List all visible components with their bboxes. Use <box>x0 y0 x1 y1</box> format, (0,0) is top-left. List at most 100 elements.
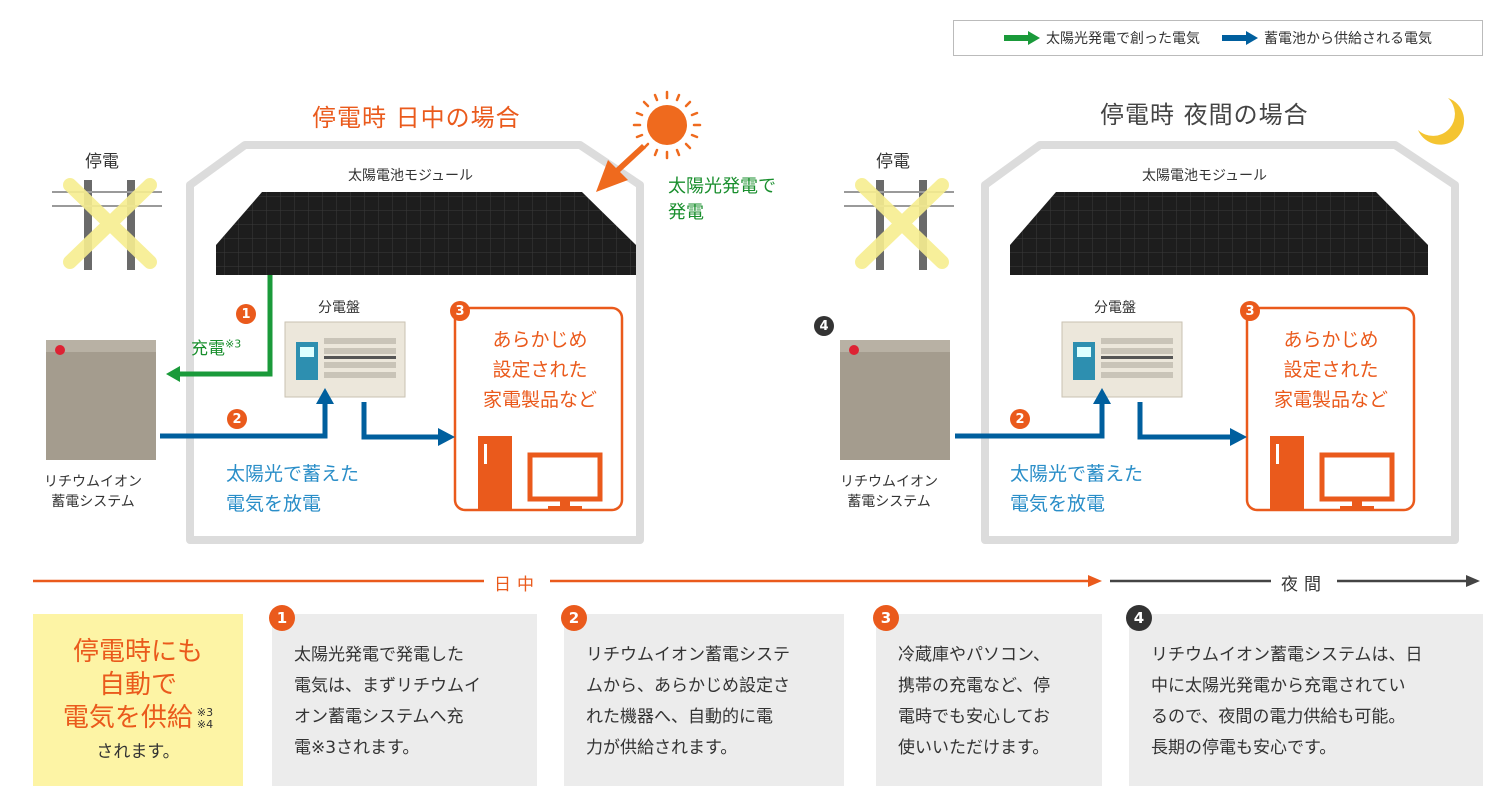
night-appliance-line1: あらかじめ <box>1283 329 1379 351</box>
callout-box: 停電時にも 自動で 電気を供給※3※4 されます。 <box>33 614 243 786</box>
night-appliance-line2: 設定された <box>1283 359 1379 381</box>
night-battery-label-line1: リチウムイオン <box>840 474 938 490</box>
day-charge-note: ※3 <box>225 337 242 351</box>
day-discharge-label: 太陽光で蓄えた 電気を放電 <box>226 459 359 519</box>
night-step-3-badge: 3 <box>1240 301 1260 321</box>
night-monitor-icon <box>1319 452 1395 510</box>
timeline-day-label: 日中 <box>484 570 550 595</box>
callout-line3-wrap: 電気を供給※3※4 <box>33 702 243 735</box>
day-charge-label: 充電※3 <box>191 334 241 359</box>
night-discharge-line2: 電気を放電 <box>1010 493 1106 515</box>
day-sun-arrow <box>596 144 646 192</box>
day-utility-pole-icon <box>52 178 162 270</box>
step-4-line3: るので、夜間の電力供給も可能。 <box>1151 707 1406 727</box>
night-outage-label: 停電 <box>876 152 910 172</box>
step-4-line4: 長期の停電も安心です。 <box>1151 738 1337 758</box>
night-battery-unit-icon <box>840 340 950 460</box>
step-1-line1: 太陽光発電で発電した <box>294 645 464 665</box>
night-distribution-panel-icon <box>1061 321 1183 398</box>
timeline-night-label: 夜間 <box>1271 570 1337 595</box>
night-utility-pole-icon <box>844 178 954 270</box>
night-solar-panel <box>1010 192 1428 275</box>
step-2-badge: 2 <box>561 605 587 631</box>
green-arrow-icon <box>1004 31 1040 45</box>
step-1-line4: 電※3されます。 <box>294 738 420 758</box>
step-3-line4: 使いいただけます。 <box>898 738 1050 758</box>
day-solar-note: 太陽光発電で 発電 <box>668 174 776 226</box>
callout-line3: 電気を供給 <box>62 703 193 733</box>
step-1-line3: オン蓄電システムへ充 <box>294 707 464 727</box>
day-panel-label: 分電盤 <box>318 300 360 316</box>
day-solar-panel <box>216 192 636 275</box>
step-3-line2: 携帯の充電など、停 <box>898 676 1051 696</box>
step-1-line2: 電気は、まずリチウムイ <box>294 676 481 696</box>
blue-arrow-icon <box>1222 31 1258 45</box>
step-2-line2: ムから、あらかじめ設定さ <box>586 676 790 696</box>
day-appliance-label: あらかじめ 設定された 家電製品など <box>470 325 610 415</box>
step-card-2: リチウムイオン蓄電システ ムから、あらかじめ設定さ れた機器へ、自動的に電 力が… <box>564 614 844 786</box>
step-1-badge: 1 <box>269 605 295 631</box>
callout-note-b: ※4 <box>196 717 214 731</box>
night-battery-label-line2: 蓄電システム <box>847 494 931 510</box>
day-appliance-line3: 家電製品など <box>482 389 597 411</box>
day-module-label: 太陽電池モジュール <box>348 168 474 184</box>
day-discharge-arrow <box>160 402 328 439</box>
day-discharge-line1: 太陽光で蓄えた <box>226 463 360 485</box>
legend-battery-label: 蓄電池から供給される電気 <box>1264 31 1432 47</box>
night-title: 停電時 夜間の場合 <box>1100 101 1309 129</box>
day-battery-label-line2: 蓄電システム <box>51 494 135 510</box>
night-battery-label: リチウムイオン 蓄電システム <box>840 472 938 512</box>
day-distribution-panel-icon <box>284 321 406 398</box>
day-outage-label: 停電 <box>85 152 119 172</box>
step-2-line3: れた機器へ、自動的に電 <box>586 707 773 727</box>
night-panel-label: 分電盤 <box>1094 300 1136 316</box>
night-discharge-line1: 太陽光で蓄えた <box>1010 463 1144 485</box>
step-2-line1: リチウムイオン蓄電システ <box>586 645 790 665</box>
legend-item-battery: 蓄電池から供給される電気 <box>1222 28 1432 48</box>
day-monitor-icon <box>527 452 603 510</box>
step-3-line1: 冷蔵庫やパソコン、 <box>898 645 1050 665</box>
night-discharge-label: 太陽光で蓄えた 電気を放電 <box>1010 459 1143 519</box>
step-2-line4: 力が供給されます。 <box>586 738 738 758</box>
night-supply-arrow <box>1137 402 1232 440</box>
step-3-badge: 3 <box>873 605 899 631</box>
step-3-line3: 電時でも安心してお <box>898 707 1050 727</box>
day-discharge-line2: 電気を放電 <box>226 493 322 515</box>
night-appliance-label: あらかじめ 設定された 家電製品など <box>1261 325 1401 415</box>
night-discharge-arrow <box>955 402 1105 439</box>
day-solar-note-line1: 太陽光発電で <box>668 176 776 197</box>
legend: 太陽光発電で創った電気 蓄電池から供給される電気 <box>953 20 1483 56</box>
step-4-line1: リチウムイオン蓄電システムは、日 <box>1151 645 1423 665</box>
day-sun-icon <box>632 90 702 160</box>
step-card-3: 冷蔵庫やパソコン、 携帯の充電など、停 電時でも安心してお 使いいただけます。 <box>876 614 1102 786</box>
day-step-3-badge: 3 <box>450 301 470 321</box>
night-module-label: 太陽電池モジュール <box>1142 168 1268 184</box>
legend-solar-label: 太陽光発電で創った電気 <box>1046 31 1200 47</box>
night-step-4-badge: 4 <box>814 316 834 336</box>
callout-note-a: ※3 <box>196 705 214 719</box>
day-fridge-icon <box>478 436 512 510</box>
callout-main: 停電時にも 自動で 電気を供給※3※4 <box>33 614 243 735</box>
day-appliance-box <box>453 306 624 512</box>
step-card-1: 太陽光発電で発電した 電気は、まずリチウムイ オン蓄電システムへ充 電※3されま… <box>272 614 537 786</box>
night-fridge-icon <box>1270 436 1304 510</box>
day-title: 停電時 日中の場合 <box>312 104 521 132</box>
day-house-outline <box>186 141 644 544</box>
legend-item-solar: 太陽光発電で創った電気 <box>1004 28 1200 48</box>
step-4-line2: 中に太陽光発電から充電されてい <box>1151 676 1406 696</box>
callout-line1: 停電時にも <box>72 637 203 667</box>
day-solar-note-line2: 発電 <box>668 202 704 223</box>
night-appliance-line3: 家電製品など <box>1273 389 1388 411</box>
day-appliance-line1: あらかじめ <box>492 329 588 351</box>
day-appliance-line2: 設定された <box>492 359 588 381</box>
day-charge-arrow <box>175 275 273 377</box>
step-4-badge: 4 <box>1126 605 1152 631</box>
callout-line2: 自動で <box>98 670 177 700</box>
night-house-outline <box>981 141 1459 544</box>
day-step-1-badge: 1 <box>236 304 256 324</box>
day-battery-unit-icon <box>46 340 156 460</box>
moon-icon <box>1418 98 1465 145</box>
callout-line4: されます。 <box>96 742 180 762</box>
night-step-2-badge: 2 <box>1010 409 1030 429</box>
step-card-4: リチウムイオン蓄電システムは、日 中に太陽光発電から充電されてい るので、夜間の… <box>1129 614 1483 786</box>
